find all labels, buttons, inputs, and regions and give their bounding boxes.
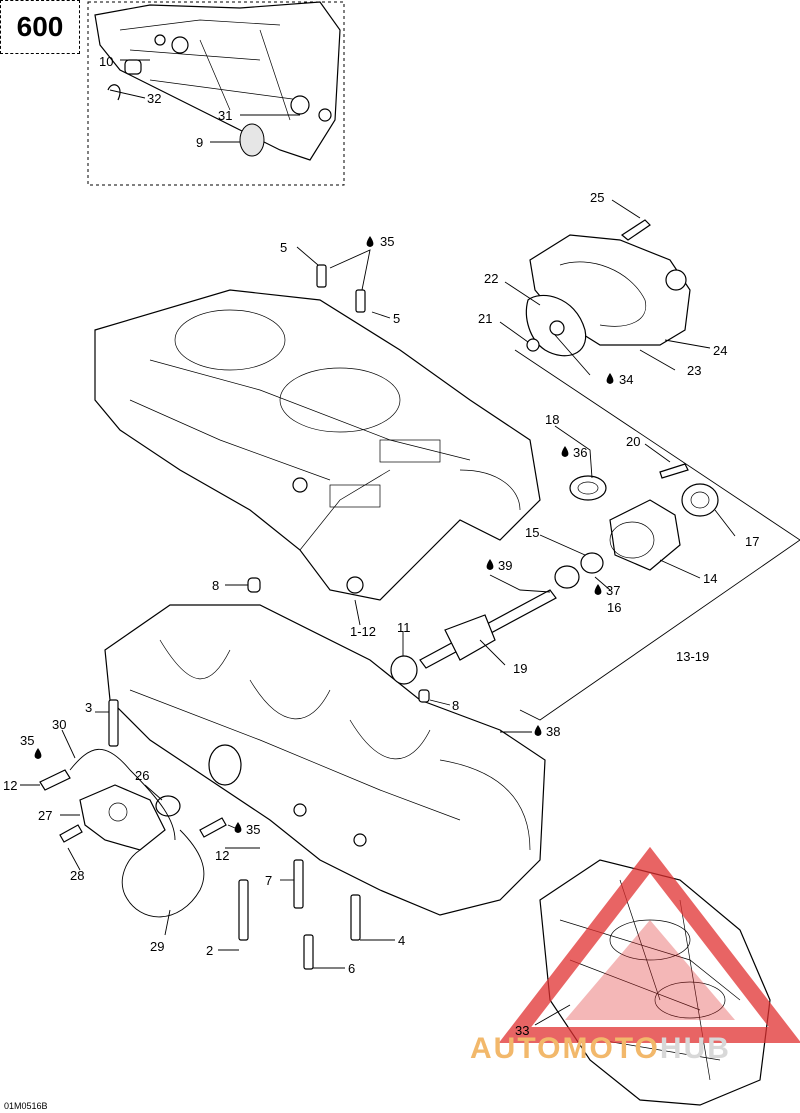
label-37: 37 — [606, 583, 620, 598]
label-14: 14 — [703, 571, 717, 586]
label-21: 21 — [478, 311, 492, 326]
label-35a: 35 — [380, 234, 394, 249]
label-8a: 8 — [212, 578, 219, 593]
label-29: 29 — [150, 939, 164, 954]
label-12a: 12 — [3, 778, 17, 793]
inset-crankcase-detail — [94, 1, 341, 161]
label-5a: 5 — [280, 240, 287, 255]
label-18: 18 — [545, 412, 559, 427]
label-2: 2 — [206, 943, 213, 958]
water-pump-housing — [525, 219, 691, 357]
label-13-19: 13-19 — [676, 649, 709, 664]
droplet-icon — [594, 584, 602, 595]
label-16: 16 — [607, 600, 621, 615]
droplet-icon — [606, 373, 614, 384]
label-7: 7 — [265, 873, 272, 888]
label-39: 39 — [498, 558, 512, 573]
label-34: 34 — [619, 372, 633, 387]
label-20: 20 — [626, 434, 640, 449]
label-9: 9 — [196, 135, 203, 150]
label-4: 4 — [398, 933, 405, 948]
label-1-12: 1-12 — [350, 624, 376, 639]
label-33: 33 — [515, 1023, 529, 1038]
label-6: 6 — [348, 961, 355, 976]
model-badge: 600 — [0, 0, 80, 54]
label-27: 27 — [38, 808, 52, 823]
label-24: 24 — [713, 343, 727, 358]
label-8b: 8 — [452, 698, 459, 713]
droplet-icon — [34, 748, 42, 759]
droplet-icon — [486, 559, 494, 570]
fasteners — [39, 264, 430, 970]
label-31: 31 — [218, 108, 232, 123]
label-36: 36 — [573, 445, 587, 460]
label-17: 17 — [745, 534, 759, 549]
droplet-icon — [534, 725, 542, 736]
model-number: 600 — [16, 11, 64, 42]
label-19: 19 — [513, 661, 527, 676]
upper-crankcase — [94, 289, 541, 601]
document-code: 01M0516B — [4, 1101, 48, 1111]
label-12b: 12 — [215, 848, 229, 863]
label-25: 25 — [590, 190, 604, 205]
label-5b: 5 — [393, 311, 400, 326]
label-23: 23 — [687, 363, 701, 378]
label-11: 11 — [397, 620, 411, 635]
watermark-logo — [498, 846, 800, 1043]
droplet-icons — [34, 236, 614, 833]
droplet-icon — [234, 822, 242, 833]
label-22: 22 — [484, 271, 498, 286]
label-26: 26 — [135, 768, 149, 783]
label-15: 15 — [525, 525, 539, 540]
droplet-icon — [561, 446, 569, 457]
oil-pump-assembly — [69, 748, 205, 918]
inset-frame — [87, 1, 345, 186]
callout-labels: 10 32 31 9 25 5 35 5 22 21 24 23 34 18 2… — [3, 54, 759, 1038]
label-30: 30 — [52, 717, 66, 732]
leader-lines — [20, 59, 800, 1026]
lower-crankcase — [104, 604, 546, 916]
label-35b: 35 — [20, 733, 34, 748]
label-35c: 35 — [246, 822, 260, 837]
label-10: 10 — [99, 54, 113, 69]
label-28: 28 — [70, 868, 84, 883]
output-shaft-assembly — [390, 463, 719, 685]
watermark-part1: AUTOMOTO — [470, 1032, 660, 1065]
label-3: 3 — [85, 700, 92, 715]
watermark-part2: HUB — [659, 1032, 731, 1065]
label-32: 32 — [147, 91, 161, 106]
droplet-icon — [366, 236, 374, 247]
label-38: 38 — [546, 724, 560, 739]
watermark-text: AUTOMOTOHUB — [470, 1032, 731, 1066]
